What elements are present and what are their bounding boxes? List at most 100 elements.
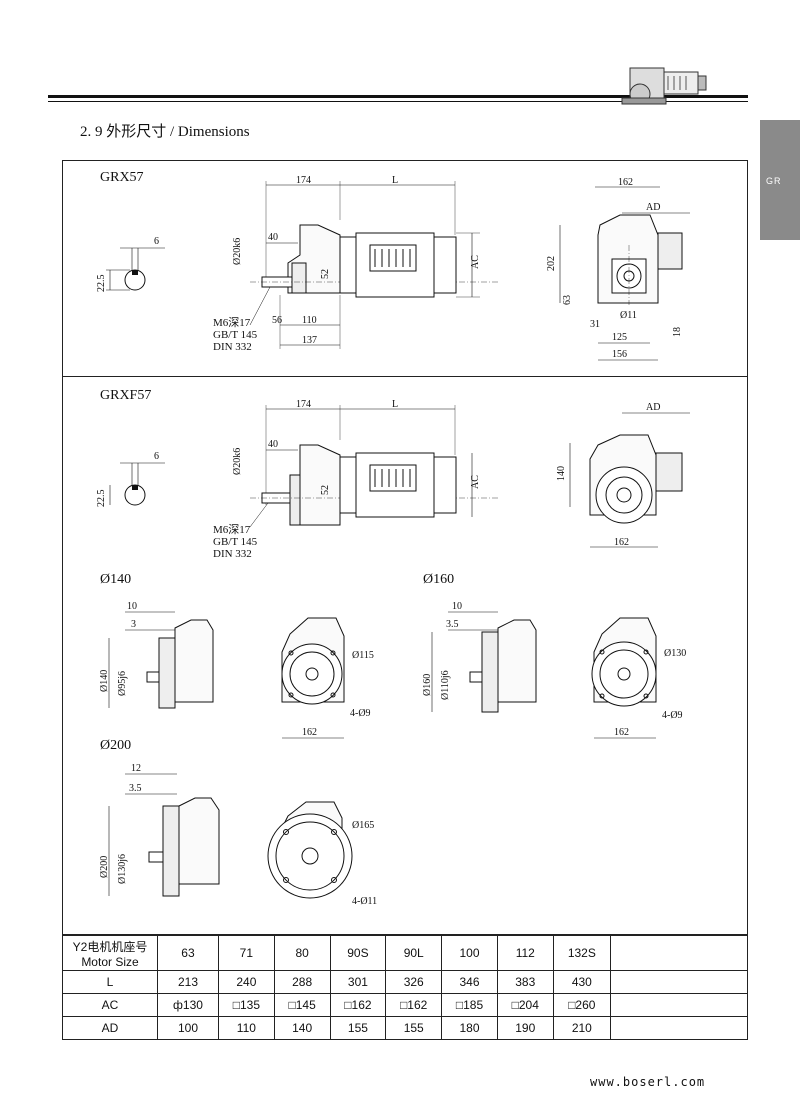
grxf57-end-view: AD 140 162: [556, 402, 690, 548]
table-row: AC ф130 □135 □145 □162 □162 □185 □204 □2…: [62, 993, 748, 1017]
grxf57-note-din: DIN 332: [213, 548, 252, 560]
table-header-en: Motor Size: [81, 954, 139, 969]
grx57-key-detail: 6 22.5: [96, 236, 165, 293]
table-cell: 301: [329, 970, 387, 994]
grx57-note-gb: GB/T 145: [213, 329, 258, 341]
grx57-dim-18: 18: [672, 327, 683, 337]
grxf57-dim-AD: AD: [646, 402, 660, 413]
grxf57-dim-40: 40: [268, 439, 278, 450]
table-cell: 240: [217, 970, 275, 994]
grxf57-dim-162: 162: [614, 537, 629, 548]
grxf57-side-view: 174 L AC 40 Ø20k6 52: [232, 399, 500, 528]
table-header-cn: Y2电机机座号: [72, 939, 148, 954]
flange140-side-view: 10 3 Ø140 Ø95j6: [99, 601, 214, 709]
table-header-label: Y2电机机座号 Motor Size: [62, 935, 158, 971]
grx57-dim-AC: AC: [470, 255, 481, 269]
flange140-title: Ø140: [100, 572, 132, 587]
table-cell: 63: [157, 935, 219, 971]
grx57-dim-162: 162: [618, 177, 633, 188]
grxf57-note-gb: GB/T 145: [213, 536, 258, 548]
grxf57-dim-20k6: Ø20k6: [232, 448, 243, 475]
side-tab: GR: [760, 120, 800, 240]
table-cell: □135: [217, 993, 275, 1017]
table-cell: 100: [157, 1016, 219, 1040]
grx57-dim-110: 110: [302, 315, 317, 326]
table-cell: 213: [157, 970, 219, 994]
grx57-side-view: 174 L AC 40 Ø20k6 52 56 110 137: [232, 175, 500, 349]
table-cell: 140: [273, 1016, 331, 1040]
grx57-dim-20k6: Ø20k6: [232, 238, 243, 265]
grx57-dim-40: 40: [268, 232, 278, 243]
side-tab-label: GR: [766, 176, 782, 186]
table-cell: 288: [273, 970, 331, 994]
table-cell: □185: [441, 993, 498, 1017]
flange140-dim-3: 3: [131, 619, 136, 630]
grxf57-centre-hole-note: M6深17 GB/T 145 DIN 332: [213, 524, 257, 560]
flange160-dim-130: Ø130: [664, 648, 686, 659]
grx57-dim-156: 156: [612, 349, 627, 360]
table-cell: 383: [496, 970, 554, 994]
table-cell: □162: [385, 993, 443, 1017]
grx57-key-22-5: 22.5: [96, 275, 107, 293]
grxf57-dim-L: L: [392, 399, 398, 410]
section-title: 2. 9 外形尺寸 / Dimensions: [80, 124, 250, 140]
table-cell: 430: [552, 970, 612, 994]
grxf57-key-22-5: 22.5: [96, 490, 107, 508]
table-cell: 90L: [385, 935, 443, 971]
grx57-centre-hole-note: M6深17 GB/T 145 DIN 332: [213, 317, 257, 353]
flange160-side-view: 10 3.5 Ø160 Ø110j6: [422, 601, 537, 713]
table-row-label: AD: [62, 1016, 158, 1040]
table-cell: 190: [496, 1016, 554, 1040]
grx57-dim-174: 174: [296, 175, 311, 186]
flange140-dim-162: 162: [302, 727, 317, 738]
table-cell-empty: [610, 935, 748, 971]
flange160-title: Ø160: [423, 572, 455, 587]
flange200-dim-12: 12: [131, 763, 141, 774]
grx57-dim-125: 125: [612, 332, 627, 343]
flange160-dim-10: 10: [452, 601, 462, 612]
flange140-dim-115: Ø115: [352, 650, 374, 661]
flange140-dim-95: Ø95j6: [117, 671, 128, 696]
flange160-end-view: Ø130 4-Ø9 162: [591, 617, 686, 739]
footer-url: www.boserl.com: [590, 1075, 706, 1089]
table-cell: 80: [273, 935, 331, 971]
table-row: Y2电机机座号 Motor Size 63 71 80 90S 90L 100 …: [62, 935, 748, 971]
grx57-key-6: 6: [154, 236, 159, 247]
table-cell: 155: [329, 1016, 387, 1040]
table-row-label: L: [62, 970, 158, 994]
grxf57-dim-174: 174: [296, 399, 311, 410]
table-cell: □204: [496, 993, 554, 1017]
table-row: L 213 240 288 301 326 346 383 430: [62, 970, 748, 994]
table-cell: 110: [217, 1016, 275, 1040]
flange200-dim-4x11: 4-Ø11: [352, 896, 377, 907]
gearmotor-logo-image: [621, 67, 707, 105]
table-cell-empty: [610, 993, 748, 1017]
table-cell: 71: [217, 935, 275, 971]
table-cell: □260: [552, 993, 612, 1017]
header-rule-thick: [48, 95, 748, 98]
grx57-dim-52: 52: [320, 269, 331, 279]
grxf57-title: GRXF57: [100, 388, 152, 403]
grx57-dim-56: 56: [272, 315, 282, 326]
drawing-frame: [62, 160, 748, 935]
grx57-title: GRX57: [100, 170, 144, 185]
flange140-end-view: Ø115 4-Ø9 162: [281, 617, 374, 739]
flange200-dim-165: Ø165: [352, 820, 374, 831]
grxf57-dim-AC: AC: [470, 475, 481, 489]
grx57-note-din: DIN 332: [213, 341, 252, 353]
grxf57-dim-52: 52: [320, 485, 331, 495]
flange200-dim-200: Ø200: [99, 856, 110, 878]
table-cell: ф130: [157, 993, 219, 1017]
grx57-dim-11: Ø11: [620, 310, 637, 321]
table-cell: 326: [385, 970, 443, 994]
grxf57-key-6: 6: [154, 451, 159, 462]
flange160-dim-110: Ø110j6: [440, 670, 451, 700]
table-cell: 100: [441, 935, 498, 971]
table-cell: 132S: [552, 935, 612, 971]
table-cell: 180: [441, 1016, 498, 1040]
section-divider: [62, 376, 748, 377]
grxf57-dim-140: 140: [556, 466, 567, 481]
grx57-note-m6: M6深17: [213, 317, 251, 329]
flange200-dim-3-5: 3.5: [129, 783, 142, 794]
flange160-dim-4x9: 4-Ø9: [662, 710, 683, 721]
